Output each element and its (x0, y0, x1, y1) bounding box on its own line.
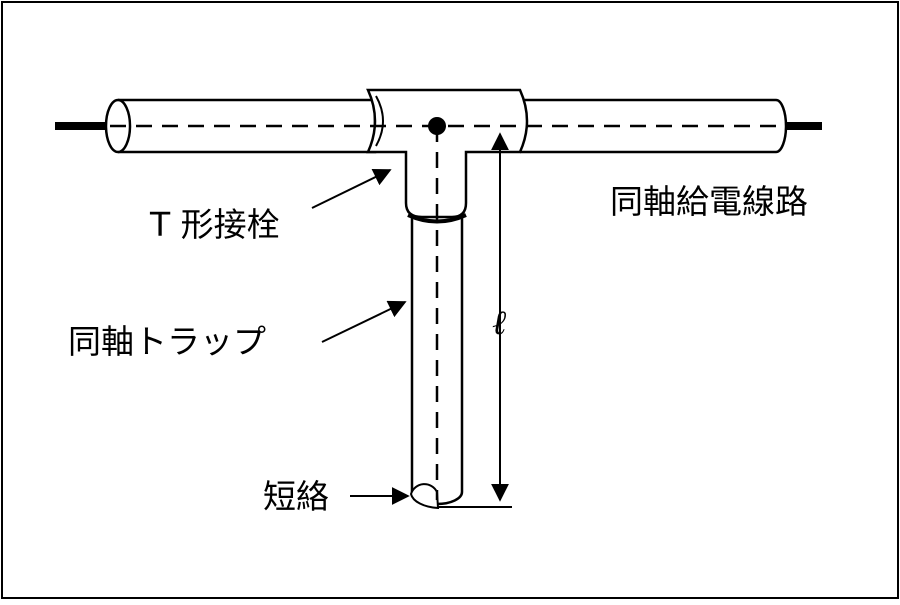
coax-trap-label: 同軸トラップ (68, 322, 266, 361)
trap-tube (409, 215, 464, 510)
t-connector-label: T 形接栓 (150, 205, 280, 244)
t-connector-body (366, 88, 529, 224)
t-connector-leader-arrow (311, 169, 392, 209)
coax-trap-leader-arrow (321, 300, 407, 343)
coax-feeder-label: 同軸給電線路 (610, 182, 808, 221)
junction-dot (428, 117, 446, 135)
short-end-cap (409, 483, 440, 510)
short-circuit-label: 短絡 (263, 477, 329, 516)
length-symbol-label: ℓ (492, 303, 507, 343)
